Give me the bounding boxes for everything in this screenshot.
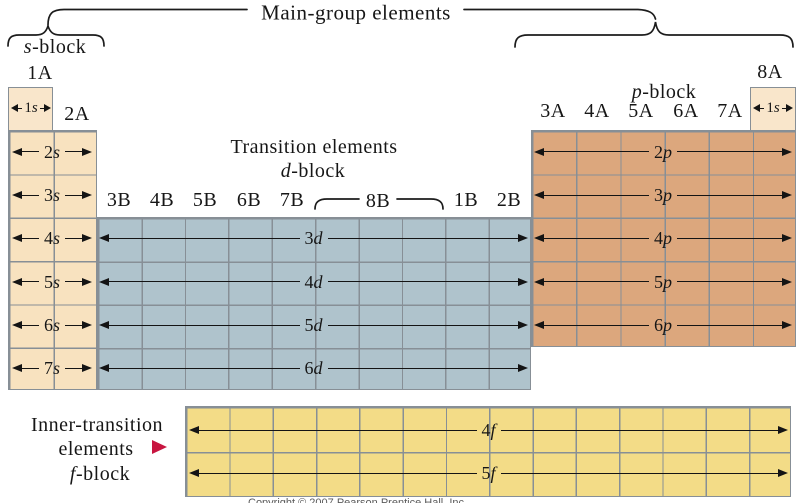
copyright-credit: Copyright © 2007 Pearson Prentice Hall, … [248, 497, 468, 503]
group-label-7b: 7B [279, 189, 305, 211]
group-label-4b: 4B [149, 189, 175, 211]
group-label-3a: 3A [540, 100, 566, 122]
group-label-4a: 4A [584, 100, 610, 122]
arrowhead-right-icon [782, 147, 792, 156]
arrowhead-right-icon [82, 234, 93, 242]
arrowhead-left-icon [189, 469, 199, 477]
arrowhead-right-icon [518, 277, 528, 286]
orbital-arrow-4p: 4p [534, 228, 792, 248]
arrowhead-left-icon [534, 191, 544, 199]
orbital-arrow-1s-left: 1s [11, 98, 51, 118]
d-block-label: d-block [280, 160, 346, 182]
arrowhead-right-icon [782, 234, 792, 242]
arrowhead-left-icon [99, 321, 109, 329]
main-group-label: Main-group elements [261, 0, 451, 25]
group-label-1b: 1B [453, 189, 479, 211]
arrowhead-left-icon [189, 426, 199, 434]
arrowhead-right-icon [44, 104, 51, 112]
arrowhead-right-icon [518, 364, 528, 372]
arrowhead-left-icon [12, 234, 22, 242]
s-block-label: s-block [23, 36, 87, 58]
f-block-region [185, 406, 791, 497]
pointer-triangle-icon [152, 440, 167, 454]
orbital-arrow-3d: 3d [99, 228, 528, 248]
arrowhead-left-icon [534, 321, 544, 329]
orbital-arrow-5f: 5f [189, 463, 789, 483]
main-group-brace-left [47, 8, 248, 26]
orbital-arrow-5d: 5d [99, 315, 528, 335]
arrowhead-left-icon [534, 277, 544, 286]
arrowhead-left-icon [12, 364, 22, 372]
group-label-7a: 7A [717, 100, 743, 122]
orbital-arrow-4s: 4s [12, 228, 93, 248]
orbital-arrow-4f: 4f [189, 420, 789, 440]
arrowhead-left-icon [534, 234, 544, 242]
arrowhead-right-icon [82, 191, 93, 199]
arrowhead-left-icon [12, 191, 22, 199]
orbital-arrow-1s-right: 1s [753, 98, 793, 118]
orbital-arrow-6s: 6s [12, 315, 93, 335]
arrowhead-left-icon [99, 234, 109, 242]
orbital-arrow-5s: 5s [12, 272, 93, 292]
arrowhead-left-icon [11, 104, 18, 112]
arrowhead-left-icon [99, 277, 109, 286]
group-label-6b: 6B [236, 189, 262, 211]
orbital-arrow-2p: 2p [534, 142, 792, 162]
inner-transition-label-line2: elements [58, 438, 134, 460]
arrowhead-right-icon [82, 147, 93, 156]
arrowhead-left-icon [12, 147, 22, 156]
group-label-8b: 8B [365, 190, 391, 212]
transition-elements-label: Transition elements [230, 136, 398, 158]
arrowhead-right-icon [786, 104, 793, 112]
orbital-arrow-3p: 3p [534, 185, 792, 205]
inner-transition-label-line1: Inner-transition [30, 414, 164, 436]
arrowhead-left-icon [753, 104, 760, 112]
orbital-arrow-4d: 4d [99, 272, 528, 292]
group-8b-bracket-left [314, 198, 360, 210]
group-label-6a: 6A [673, 100, 699, 122]
p-block-brace [514, 21, 794, 48]
arrowhead-right-icon [778, 469, 789, 477]
f-block-label: f-block [69, 463, 131, 485]
group-label-1a: 1A [27, 62, 53, 84]
p-block-region [531, 130, 796, 347]
main-group-brace-right [463, 8, 657, 20]
group-label-5b: 5B [192, 189, 218, 211]
group-label-8a: 8A [757, 61, 783, 83]
arrowhead-left-icon [12, 277, 22, 286]
p-block-label: p-block [631, 81, 697, 103]
group-label-3b: 3B [106, 189, 132, 211]
group-8b-bracket-right [396, 198, 444, 210]
arrowhead-right-icon [518, 321, 528, 329]
arrowhead-right-icon [82, 321, 93, 329]
orbital-arrow-2s: 2s [12, 142, 93, 162]
orbital-arrow-3s: 3s [12, 185, 93, 205]
arrowhead-left-icon [534, 147, 544, 156]
arrowhead-right-icon [782, 277, 792, 286]
orbital-arrow-6d: 6d [99, 358, 528, 378]
group-label-2a: 2A [64, 103, 90, 125]
orbital-arrow-5p: 5p [534, 272, 792, 292]
group-label-5a: 5A [628, 100, 654, 122]
orbital-arrow-7s: 7s [12, 358, 93, 378]
group-label-2b: 2B [496, 189, 522, 211]
arrowhead-right-icon [782, 321, 792, 329]
d-block-region [97, 216, 531, 390]
arrowhead-right-icon [82, 364, 93, 372]
arrowhead-right-icon [778, 426, 789, 434]
arrowhead-right-icon [782, 191, 792, 199]
arrowhead-left-icon [99, 364, 109, 372]
s-block-region [8, 130, 97, 390]
arrowhead-right-icon [518, 234, 528, 242]
arrowhead-right-icon [82, 277, 93, 286]
arrowhead-left-icon [12, 321, 22, 329]
orbital-arrow-6p: 6p [534, 315, 792, 335]
